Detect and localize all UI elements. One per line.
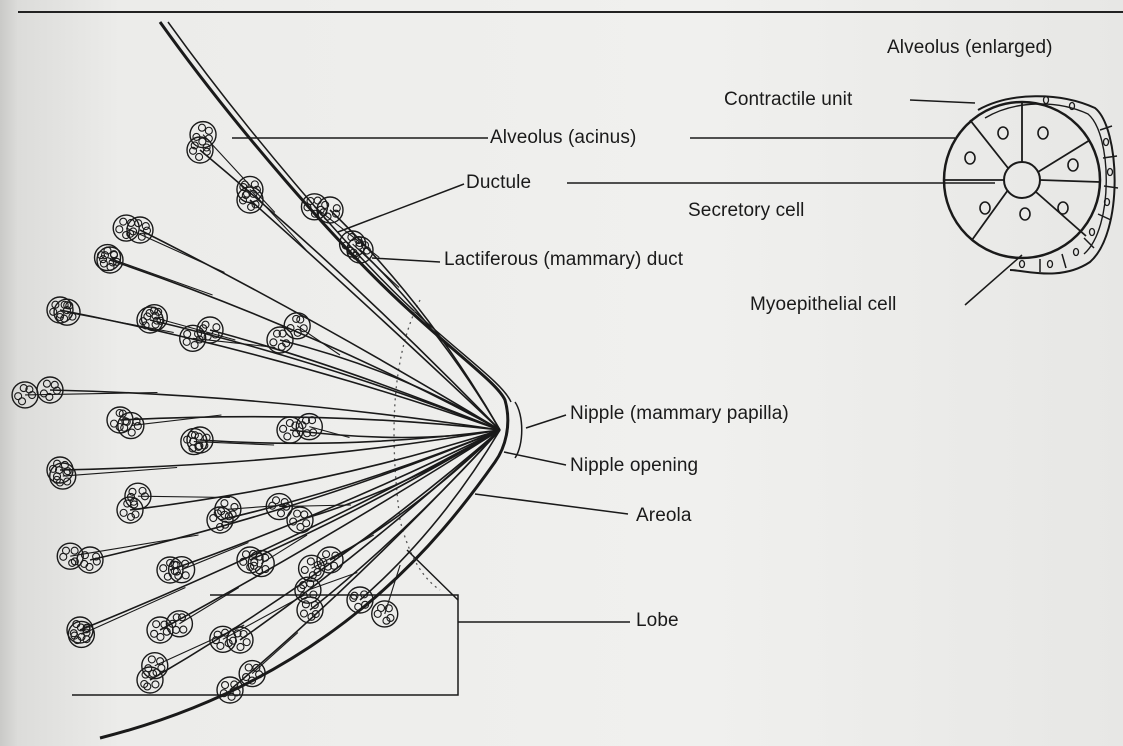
alveolus-cell	[134, 423, 141, 430]
alveolus-cell	[120, 218, 127, 225]
alveolus-cell	[191, 342, 198, 349]
alveolus-cell	[142, 223, 149, 230]
alveolus-cell	[270, 339, 277, 346]
alveolus-cell	[307, 558, 314, 565]
alveolus-cell	[300, 610, 307, 617]
alveoli-clusters	[12, 122, 398, 703]
label-ductule: Ductule	[466, 172, 531, 194]
ductule	[81, 588, 185, 635]
ductule	[138, 496, 230, 497]
ductule	[223, 595, 305, 639]
nipple-bracket	[515, 402, 522, 458]
alveolus-cell	[183, 338, 190, 345]
label-contractile-unit: Contractile unit	[724, 89, 852, 111]
alveolus-cell	[182, 572, 189, 579]
alveolus-cell	[184, 330, 191, 337]
duct	[230, 430, 500, 690]
alveolus-cell	[151, 630, 158, 637]
alveolus-cell	[284, 433, 291, 440]
alveolus-cell	[152, 681, 159, 688]
ductule	[353, 244, 400, 287]
leader-lactiferous-duct	[372, 258, 440, 262]
alveolus-cell	[297, 316, 304, 323]
alveolus-cell	[221, 500, 228, 507]
alveolus-cell	[15, 393, 22, 400]
alveolus-cell	[323, 551, 330, 558]
alveolus-cell	[205, 127, 212, 134]
alveolus-cell	[273, 497, 280, 504]
alveolus-cell	[199, 138, 206, 145]
alveolus-cell	[245, 664, 252, 671]
alveolus-cell	[213, 324, 220, 331]
label-alveolus-enlarged: Alveolus (enlarged)	[887, 37, 1053, 59]
alveolus-cell	[111, 420, 118, 427]
leader-areola	[475, 494, 628, 514]
ductule	[228, 505, 285, 509]
alveolus-cell	[378, 605, 385, 612]
alveolus-cell	[43, 380, 50, 387]
duct	[250, 200, 500, 430]
alveolus-cell	[175, 572, 182, 579]
leader-contractile-unit	[910, 100, 975, 103]
leader-lobe-inner	[407, 550, 458, 600]
alveolus-cell	[222, 682, 229, 689]
alveolus-cell	[243, 639, 250, 646]
alveolus-cell	[242, 551, 249, 558]
alveolus-cell	[160, 565, 167, 572]
label-lobe: Lobe	[636, 610, 679, 632]
alveolus-cell	[71, 547, 78, 554]
label-nipple-opening: Nipple opening	[570, 455, 698, 477]
alveolus-cell	[196, 153, 203, 160]
alveolus-cell	[120, 509, 127, 516]
alveolus-cell	[116, 226, 123, 233]
enlarged-alveolus	[944, 96, 1118, 273]
label-areola: Areola	[636, 505, 692, 527]
alveolus-cell	[277, 510, 284, 517]
alveolus-cell	[198, 124, 205, 131]
label-secretory-cell: Secretory cell	[688, 200, 805, 222]
alveolus-cell	[294, 510, 301, 517]
leader-ductule	[338, 184, 464, 232]
duct	[330, 430, 500, 560]
alveolus-cell	[121, 424, 128, 431]
leader-nipple-opening	[504, 452, 566, 465]
leader-nipple	[526, 415, 566, 428]
alveolus-cell	[86, 563, 93, 570]
alveolus-cell	[62, 547, 69, 554]
duct-tree	[25, 135, 500, 690]
alveolus-cell	[50, 308, 57, 315]
alveolus-cluster	[118, 413, 144, 439]
duct	[110, 260, 500, 430]
alveolus-cell	[241, 181, 248, 188]
alveolus-cell	[280, 425, 287, 432]
alveolus-cell	[301, 511, 308, 518]
alveolus-cell	[148, 656, 155, 663]
alveolus-cell	[40, 390, 47, 397]
duct	[150, 320, 500, 430]
alveolus-cell	[100, 260, 107, 267]
leader-myoepithelial-cell	[965, 255, 1022, 305]
alveolus-cell	[180, 626, 187, 633]
ductule	[70, 535, 198, 556]
alveolus-cell	[355, 603, 362, 610]
myoepithelial-layer	[978, 96, 1115, 273]
duct	[150, 430, 500, 680]
label-alveolus-acinus: Alveolus (acinus)	[490, 127, 636, 149]
duct	[360, 430, 500, 600]
alveolus-cell	[301, 566, 308, 573]
label-myoepithelial-cell: Myoepithelial cell	[750, 294, 896, 316]
alveolus-cell	[153, 621, 160, 628]
label-lactiferous-duct: Lactiferous (mammary) duct	[444, 249, 683, 271]
alveolus-cell	[128, 429, 135, 436]
alveolus-lumen	[1004, 162, 1040, 198]
ductule	[179, 588, 238, 624]
alveolus-cell	[297, 523, 304, 530]
alveolus-cluster	[57, 543, 83, 569]
ductule	[126, 228, 224, 272]
alveolus-cell	[237, 643, 244, 650]
label-nipple: Nipple (mammary papilla)	[570, 403, 789, 425]
